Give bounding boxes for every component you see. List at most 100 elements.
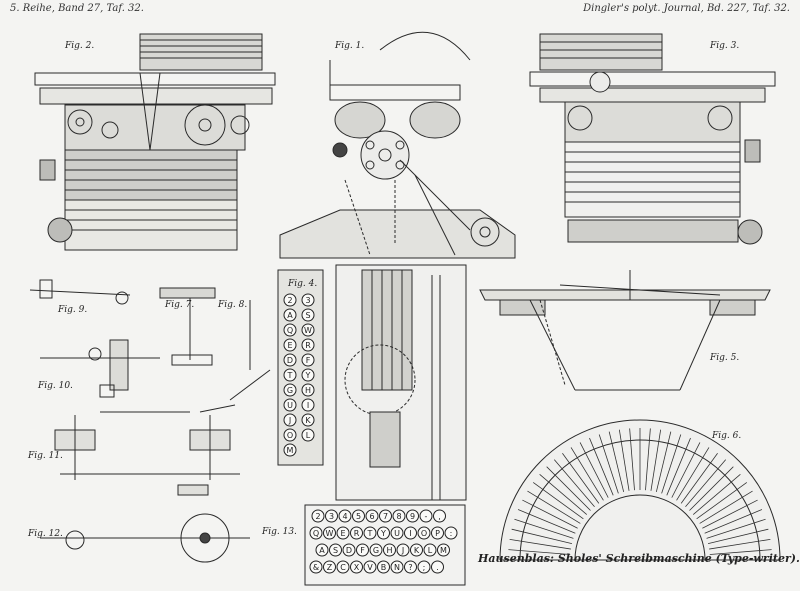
fig4-key	[284, 414, 296, 426]
fig10-label: Fig. 10.	[37, 381, 73, 391]
plate-caption: Hausenblas: Sholes' Schreibmaschine (Typ…	[478, 552, 800, 565]
fig6-type-bar	[707, 519, 766, 538]
fig4-key	[302, 369, 314, 381]
fig13-key-label: 7	[383, 512, 388, 521]
fig13-key	[337, 527, 349, 539]
fig4-key	[284, 309, 296, 321]
fig6-type-bar	[554, 460, 594, 507]
fig4-key-label: L	[306, 431, 311, 440]
fig13-key	[364, 527, 376, 539]
fig2-label: Fig. 2.	[64, 41, 94, 51]
fig11-label: Fig. 11.	[27, 451, 63, 461]
fig13-key	[310, 527, 322, 539]
fig6-type-bar	[508, 550, 570, 555]
fig6-type-bar	[630, 428, 635, 490]
fig4-key-label: E	[287, 341, 292, 350]
fig6-type-bar	[702, 500, 757, 528]
fig6-type-bar	[589, 438, 613, 495]
fig13-key	[378, 527, 390, 539]
fig6-type-bar	[689, 467, 733, 511]
fig4-key-label: Y	[305, 371, 311, 380]
fig6-type-bar	[672, 442, 700, 497]
fig4-key	[302, 414, 314, 426]
fig4-key-label: Q	[287, 326, 293, 335]
fig13-key	[310, 561, 322, 573]
fig13-key-label: 3	[329, 512, 334, 521]
fig6-type-bar	[681, 453, 717, 503]
fig4-key-label: G	[287, 386, 293, 395]
fig13-key	[384, 544, 396, 556]
fig13-key	[432, 527, 444, 539]
fig6-type-bar	[709, 539, 770, 549]
fig13-key	[339, 510, 351, 522]
fig4-key	[284, 399, 296, 411]
fig9-12-drawings	[30, 280, 270, 562]
fig13-key-label: F	[360, 546, 365, 555]
fig6-type-bar	[667, 438, 691, 495]
fig13-key-label: D	[346, 546, 352, 555]
fig6-type-bar	[708, 529, 768, 543]
fig13-key	[420, 510, 432, 522]
fig3-label: Fig. 3.	[709, 41, 739, 51]
fig4-key	[284, 324, 296, 336]
fig13-key	[330, 544, 342, 556]
fig6-type-bar	[510, 539, 571, 549]
fig13-key-label: I	[409, 529, 411, 538]
fig13-key	[407, 510, 419, 522]
fig13-key-label: K	[414, 546, 420, 555]
fig13-key	[445, 527, 457, 539]
fig6-type-bar	[619, 430, 629, 491]
fig13-key	[326, 510, 338, 522]
fig13-key-label: N	[394, 563, 400, 572]
fig13-key	[432, 561, 444, 573]
fig7-label: Fig. 7.	[164, 300, 194, 310]
fig4-key	[302, 324, 314, 336]
fig4-key-label: H	[305, 386, 311, 395]
fig6-type-bar	[710, 550, 772, 555]
fig4-key-label: I	[307, 401, 309, 410]
fig13-key	[418, 561, 430, 573]
fig13-key-label: M	[440, 546, 447, 555]
fig4-key-label: T	[287, 371, 293, 380]
fig4-key-label: J	[288, 416, 291, 425]
fig6-type-bar	[700, 491, 753, 523]
fig13-key	[405, 561, 417, 573]
fig13-key-label: 8	[396, 512, 401, 521]
fig13-key-label: L	[428, 546, 433, 555]
fig13-key-label: Y	[380, 529, 386, 538]
fig13-key-label: B	[381, 563, 387, 572]
fig13-key	[438, 544, 450, 556]
fig6-label: Fig. 6.	[711, 431, 741, 441]
fig6-type-bar	[547, 467, 591, 511]
fig4-key-label: M	[287, 446, 294, 455]
fig9-label: Fig. 9.	[57, 305, 87, 315]
fig13-key	[411, 544, 423, 556]
fig6-type-bar	[562, 453, 598, 503]
fig4-key	[302, 399, 314, 411]
fig13-key-label: Z	[327, 563, 333, 572]
fig13-key	[353, 510, 365, 522]
fig13-key	[324, 527, 336, 539]
fig6-type-bar	[533, 482, 583, 518]
fig6-type-bar	[662, 434, 681, 493]
fig1-label: Fig. 1.	[334, 41, 364, 51]
fig4-key-label: A	[287, 311, 293, 320]
fig13-key	[343, 544, 355, 556]
fig6-type-bar	[571, 447, 603, 500]
fig13-key	[397, 544, 409, 556]
fig4-key-label: 3	[305, 296, 310, 305]
fig13-key-label: -	[425, 512, 428, 521]
fig13-key-label: .	[436, 563, 439, 572]
fig13-key-label: ;	[423, 563, 426, 572]
fig13-key	[424, 544, 436, 556]
fig3-drawing	[530, 34, 775, 244]
fig13-key-label: H	[386, 546, 392, 555]
fig6-type-bar	[540, 474, 587, 514]
fig6-type-bar	[527, 491, 580, 523]
fig6-type-bar	[609, 432, 623, 492]
fig4-label: Fig. 4.	[287, 279, 317, 289]
fig4-key	[284, 354, 296, 366]
fig4-key	[284, 384, 296, 396]
fig13-label: Fig. 13.	[261, 527, 297, 537]
